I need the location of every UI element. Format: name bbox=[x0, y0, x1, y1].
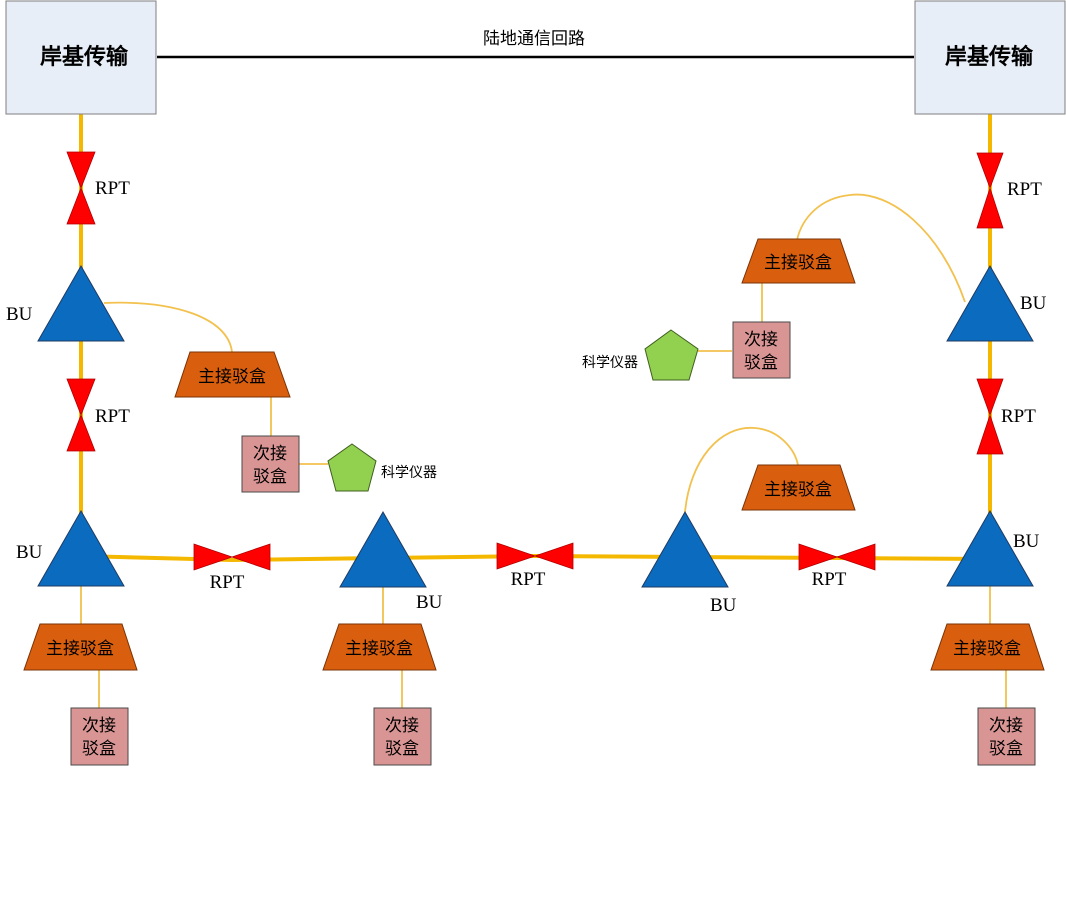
rpt-right-top bbox=[976, 152, 1004, 229]
rpt-left-middle bbox=[66, 378, 96, 452]
shore-station-box bbox=[914, 0, 1066, 115]
instrument-pentagon-icon bbox=[327, 443, 377, 492]
bu-label: BU bbox=[416, 592, 443, 613]
main-box-shape bbox=[741, 238, 856, 284]
shore-station-label: 岸基传输 bbox=[40, 44, 129, 70]
rpt-label: RPT bbox=[1007, 179, 1042, 200]
bu-right-lower bbox=[946, 509, 1034, 587]
shore-station-right: 岸基传输 bbox=[914, 0, 1066, 115]
rpt-triangle bbox=[835, 543, 876, 571]
main-junction-box-bottom-left: 主接驳盒 bbox=[23, 623, 138, 671]
rpt-right-middle bbox=[976, 378, 1004, 455]
instrument-label: 科学仪器 bbox=[582, 355, 638, 371]
main-box-label: 主接驳盒 bbox=[764, 480, 832, 500]
main-junction-box-bottom-right: 主接驳盒 bbox=[930, 623, 1045, 671]
rpt-bottom-1 bbox=[193, 543, 271, 571]
main-box-label: 主接驳盒 bbox=[345, 639, 413, 659]
bu-bottom-center bbox=[641, 510, 729, 588]
secondary-box-line1: 次接 bbox=[989, 716, 1023, 736]
rpt-label: RPT bbox=[95, 406, 130, 427]
bu-label: BU bbox=[1020, 293, 1047, 314]
secondary-box-line1: 次接 bbox=[253, 444, 287, 464]
secondary-box-line1: 次接 bbox=[744, 330, 778, 350]
bu-label: BU bbox=[710, 595, 737, 616]
land-link-label: 陆地通信回路 bbox=[483, 29, 585, 49]
instrument-left: 科学仪器 bbox=[327, 443, 437, 492]
rpt-bottom-3 bbox=[798, 543, 876, 571]
secondary-box-line2: 驳盒 bbox=[82, 739, 116, 759]
rpt-triangle bbox=[976, 378, 1004, 417]
instrument-pentagon-icon bbox=[644, 329, 699, 381]
rpt-bottom-2 bbox=[496, 542, 574, 570]
bu-right-upper bbox=[946, 264, 1034, 342]
secondary-box-shape bbox=[732, 321, 791, 379]
instrument-right: 科学仪器 bbox=[582, 329, 699, 381]
main-junction-box-right-upper: 主接驳盒 bbox=[741, 238, 856, 284]
bu-label: BU bbox=[1013, 531, 1040, 552]
rpt-triangle bbox=[66, 413, 96, 452]
rpt-label: RPT bbox=[511, 569, 546, 590]
rpt-triangle bbox=[976, 413, 1004, 455]
main-box-label: 主接驳盒 bbox=[953, 639, 1021, 659]
bu-label: BU bbox=[16, 542, 43, 563]
secondary-box-line2: 驳盒 bbox=[989, 739, 1023, 759]
rpt-triangle bbox=[496, 542, 537, 570]
rpt-triangle bbox=[66, 151, 96, 190]
secondary-box-shape bbox=[70, 707, 129, 766]
secondary-box-line1: 次接 bbox=[82, 716, 116, 736]
main-box-shape bbox=[174, 351, 291, 398]
main-box-label: 主接驳盒 bbox=[46, 639, 114, 659]
main-box-label: 主接驳盒 bbox=[764, 253, 832, 273]
rpt-triangle bbox=[976, 152, 1004, 190]
rpt-triangle bbox=[230, 543, 271, 571]
connector-middle-bu bbox=[684, 427, 799, 513]
main-box-shape bbox=[741, 464, 856, 511]
bu-left-upper bbox=[37, 264, 125, 342]
shore-station-label: 岸基传输 bbox=[945, 44, 1034, 70]
secondary-junction-box-bottom-middle: 次接 驳盒 bbox=[373, 707, 432, 766]
rpt-label: RPT bbox=[210, 572, 245, 593]
bu-left-lower bbox=[37, 509, 125, 587]
main-junction-box-middle: 主接驳盒 bbox=[741, 464, 856, 511]
secondary-box-line2: 驳盒 bbox=[385, 739, 419, 759]
connector-left-upper-bu bbox=[103, 301, 233, 353]
main-box-shape bbox=[322, 623, 437, 671]
secondary-box-line2: 驳盒 bbox=[744, 353, 778, 373]
secondary-box-line1: 次接 bbox=[385, 716, 419, 736]
shore-station-box bbox=[5, 0, 157, 115]
instrument-label: 科学仪器 bbox=[381, 465, 437, 481]
rpt-triangle bbox=[798, 543, 839, 571]
rpt-triangle bbox=[533, 542, 574, 570]
rpt-triangle bbox=[976, 186, 1004, 229]
bu-bottom-middle bbox=[339, 510, 427, 588]
main-box-label: 主接驳盒 bbox=[198, 367, 266, 387]
secondary-junction-box-bottom-right: 次接 驳盒 bbox=[977, 707, 1036, 766]
rpt-triangle bbox=[66, 186, 96, 225]
secondary-box-line2: 驳盒 bbox=[253, 467, 287, 487]
secondary-box-shape bbox=[241, 435, 300, 493]
main-box-shape bbox=[23, 623, 138, 671]
secondary-box-shape bbox=[373, 707, 432, 766]
secondary-junction-box-right-upper: 次接 驳盒 bbox=[732, 321, 791, 379]
shore-station-left: 岸基传输 bbox=[5, 0, 157, 115]
connector-right-upper-bu bbox=[796, 193, 966, 303]
secondary-box-shape bbox=[977, 707, 1036, 766]
bu-label: BU bbox=[6, 304, 33, 325]
rpt-triangle bbox=[66, 378, 96, 417]
rpt-left-top bbox=[66, 151, 96, 225]
secondary-junction-box-bottom-left: 次接 驳盒 bbox=[70, 707, 129, 766]
rpt-label: RPT bbox=[95, 178, 130, 199]
rpt-triangle bbox=[193, 543, 234, 571]
main-box-shape bbox=[930, 623, 1045, 671]
backbone-cables bbox=[79, 114, 992, 563]
secondary-junction-box-left-upper: 次接 驳盒 bbox=[241, 435, 300, 493]
rpt-label: RPT bbox=[1001, 406, 1036, 427]
rpt-label: RPT bbox=[812, 569, 847, 590]
main-junction-box-bottom-middle: 主接驳盒 bbox=[322, 623, 437, 671]
branch-connectors bbox=[80, 193, 1007, 708]
main-junction-box-left-upper: 主接驳盒 bbox=[174, 351, 291, 398]
